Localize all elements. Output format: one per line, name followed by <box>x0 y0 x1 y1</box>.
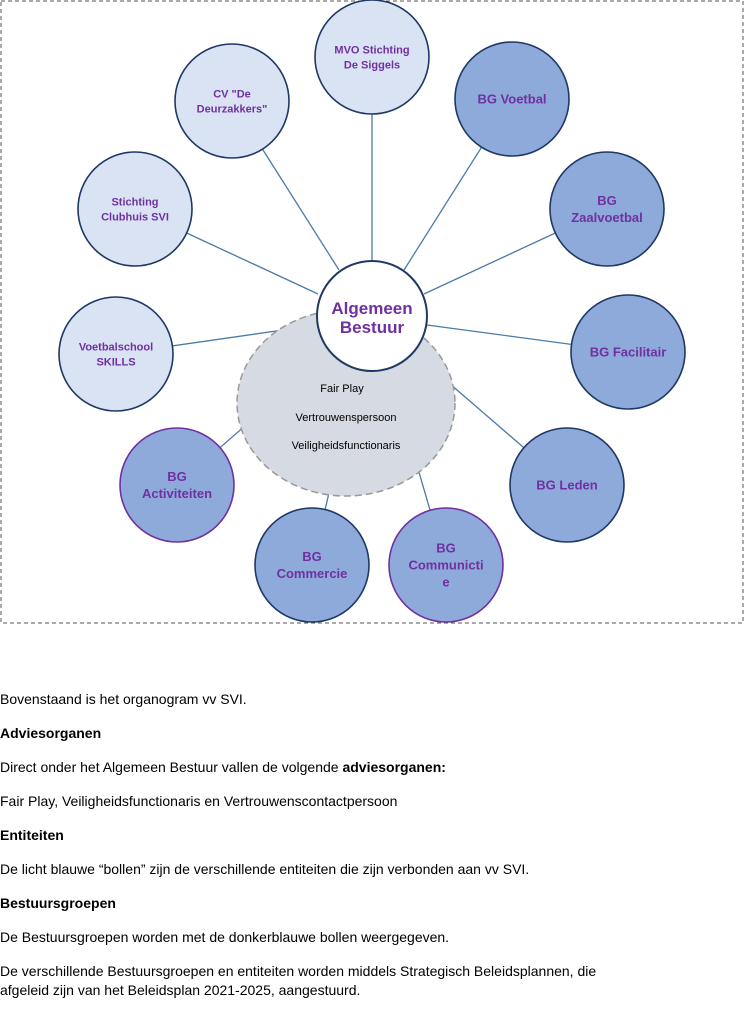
node-commercie: BG Commercie <box>254 507 370 623</box>
node-circle-voetbal <box>454 41 570 157</box>
center-label-line-2: Bestuur <box>340 318 405 337</box>
node-label-skills-0: Voetbalschool <box>79 341 153 353</box>
node-activiteiten: BG Activiteiten <box>119 427 235 543</box>
slot-paragraph: De verschillende Bestuursgroepen en enti… <box>0 962 745 1000</box>
node-circle-commercie <box>254 507 370 623</box>
node-zaalvoetbal: BG Zaalvoetbal <box>549 151 665 267</box>
node-circle-communicatie <box>388 507 504 623</box>
node-label-deurzakkers-1: Deurzakkers" <box>197 103 268 115</box>
advies-list-paragraph: Fair Play, Veiligheidsfunctionaris en Ve… <box>0 793 398 809</box>
entiteiten-paragraph: De licht blauwe “bollen” zijn de verschi… <box>0 861 530 877</box>
node-circle-zaalvoetbal <box>549 151 665 267</box>
advies-paragraph: Direct onder het Algemeen Bestuur vallen… <box>0 758 745 777</box>
slot-line-1: De verschillende Bestuursgroepen en enti… <box>0 963 597 979</box>
node-voetbal: BG Voetbal <box>454 41 570 157</box>
node-circle-mvo <box>314 0 430 115</box>
node-label-zaalvoetbal-1: Zaalvoetbal <box>571 210 643 225</box>
node-circle-deurzakkers <box>174 43 290 159</box>
node-circle-clubhuis <box>77 151 193 267</box>
advisory-veiligheidsfunctionaris: Veiligheidsfunctionaris <box>292 440 401 452</box>
advies-text: Direct onder het Algemeen Bestuur vallen… <box>0 759 343 775</box>
heading-bestuursgroepen: Bestuursgroepen <box>0 895 116 911</box>
node-label-deurzakkers-0: CV "De <box>213 88 251 100</box>
node-label-clubhuis-1: Clubhuis SVI <box>101 211 169 223</box>
organogram-svg: MVO Stichting De Siggels CV "DeDeurzakkers… <box>0 0 744 624</box>
node-label-commercie-0: BG <box>302 549 322 564</box>
node-label-mvo-0: MVO Stichting <box>334 44 409 56</box>
body-text: Bovenstaand is het organogram vv SVI. Ad… <box>0 690 745 1015</box>
node-label-communicatie-2: e <box>442 575 449 590</box>
groepen-paragraph: De Bestuursgroepen worden met de donkerb… <box>0 929 450 945</box>
advies-bold: adviesorganen: <box>342 759 446 775</box>
node-label-voetbal-0: BG Voetbal <box>477 92 546 107</box>
node-label-mvo-1: De Siggels <box>344 59 400 71</box>
intro-paragraph: Bovenstaand is het organogram vv SVI. <box>0 691 247 707</box>
node-label-facilitair-0: BG Facilitair <box>590 345 667 360</box>
node-label-communicatie-0: BG <box>436 541 456 556</box>
node-label-activiteiten-1: Activiteiten <box>142 486 212 501</box>
heading-entiteiten: Entiteiten <box>0 827 64 843</box>
node-communicatie: BG Communicti e <box>388 507 504 623</box>
node-circle-leden <box>509 427 625 543</box>
node-label-communicatie-1: Communicti <box>408 558 483 573</box>
algemeen-bestuur-node <box>316 260 428 372</box>
node-label-leden-0: BG Leden <box>536 478 597 493</box>
node-label-commercie-1: Commercie <box>277 566 348 581</box>
node-label-skills-1: SKILLS <box>96 356 135 368</box>
node-facilitair: BG Facilitair <box>570 294 686 410</box>
node-circle-activiteiten <box>119 427 235 543</box>
node-label-zaalvoetbal-0: BG <box>597 193 617 208</box>
advisory-vertrouwenspersoon: Vertrouwenspersoon <box>296 412 397 424</box>
node-label-clubhuis-0: Stichting <box>111 196 158 208</box>
node-mvo: MVO Stichting De Siggels <box>314 0 430 115</box>
heading-adviesorganen: Adviesorganen <box>0 725 102 741</box>
node-label-activiteiten-0: BG <box>167 469 187 484</box>
center-label-line-1: Algemeen <box>331 299 412 318</box>
slot-line-2: afgeleid zijn van het Beleidsplan 2021-2… <box>0 982 361 998</box>
node-circle-skills <box>58 296 174 412</box>
advisory-fair-play: Fair Play <box>320 383 364 395</box>
node-circle-facilitair <box>570 294 686 410</box>
node-leden: BG Leden <box>509 427 625 543</box>
nodes: MVO Stichting De Siggels CV "DeDeurzakkers… <box>58 0 686 623</box>
